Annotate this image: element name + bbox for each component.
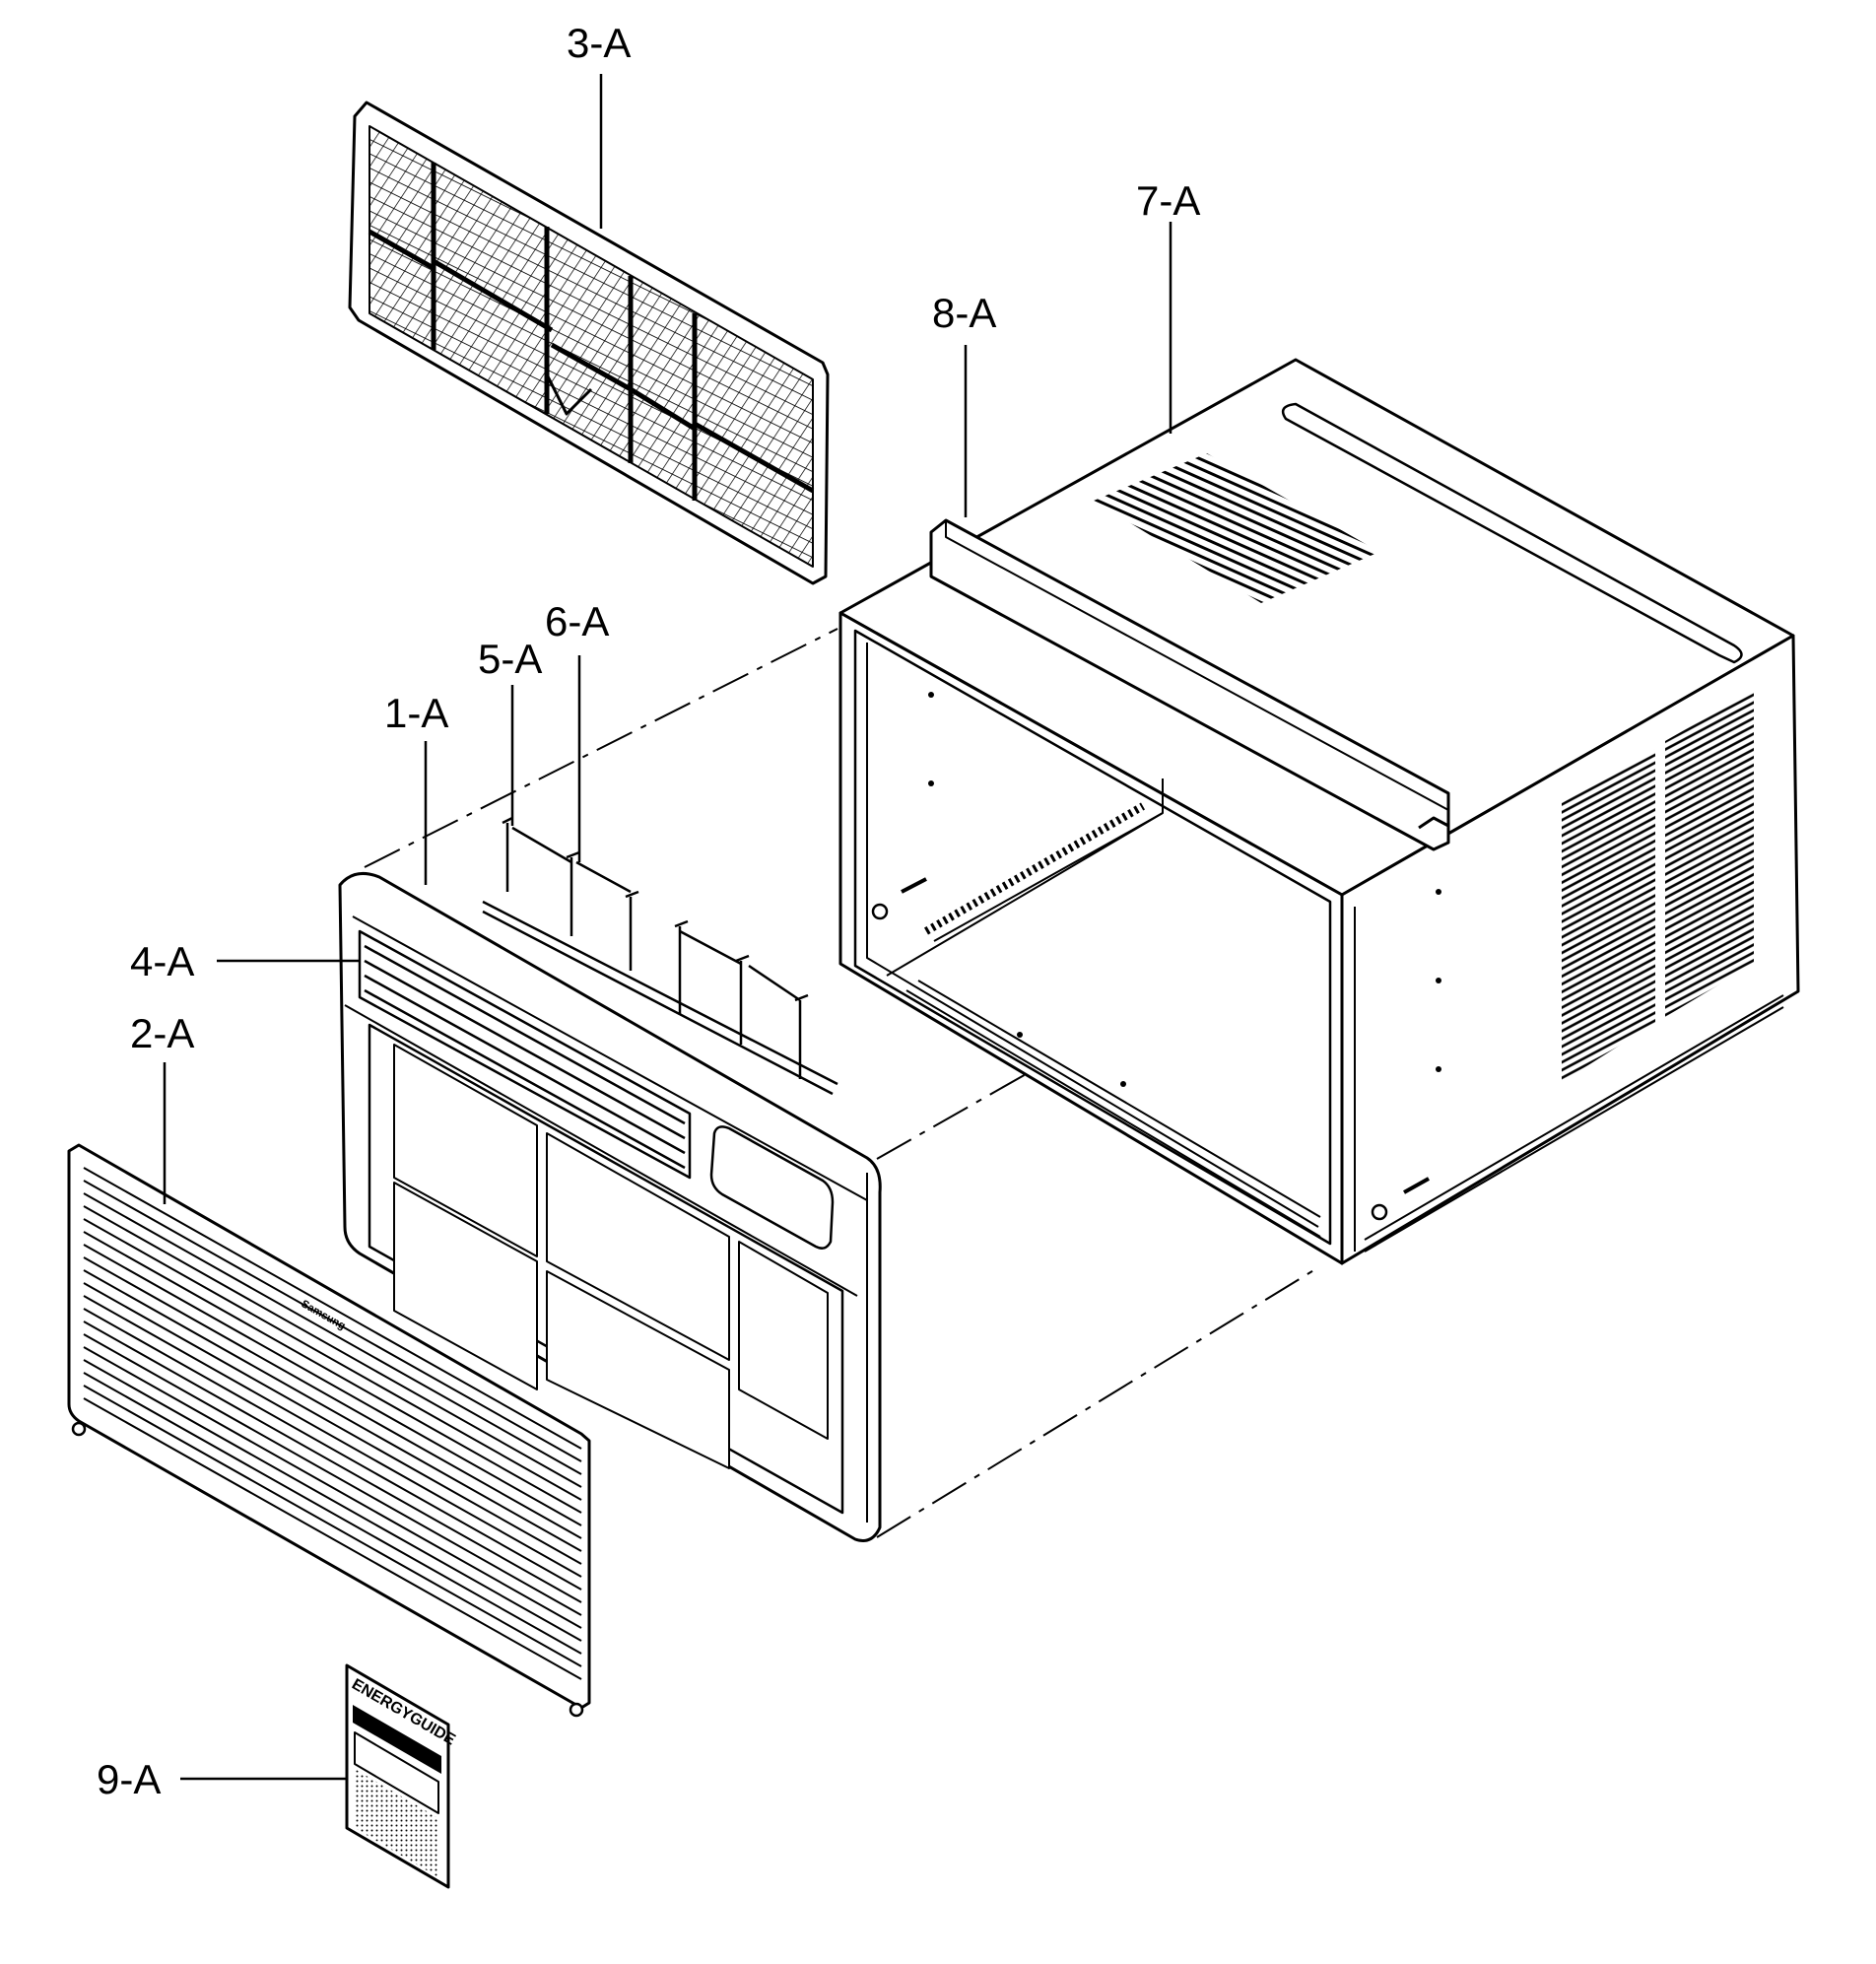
grille-slats bbox=[83, 1167, 582, 1680]
callout-label-9a: 9-A bbox=[97, 1756, 161, 1802]
callout-label-6a: 6-A bbox=[545, 598, 609, 644]
callout-label-5a: 5-A bbox=[478, 636, 542, 682]
callout-label-2a: 2-A bbox=[130, 1010, 194, 1056]
callout-label-1a: 1-A bbox=[384, 690, 448, 736]
cabinet bbox=[838, 358, 1800, 1265]
louver bbox=[364, 944, 686, 1170]
louver-link bbox=[482, 816, 838, 1096]
callout-label-3a: 3-A bbox=[567, 20, 631, 66]
energy-guide-label: ENERGYGUIDE bbox=[345, 1663, 458, 1889]
callout-label-7a: 7-A bbox=[1136, 177, 1200, 224]
air-filter bbox=[348, 101, 830, 585]
front-grille: Samsung bbox=[67, 1143, 591, 1718]
top-rail bbox=[929, 518, 1450, 851]
callout-labels: 3-A 7-A 8-A 6-A 5-A 1-A 4-A 2-A 9-A bbox=[97, 20, 1200, 1802]
callout-label-4a: 4-A bbox=[130, 938, 194, 984]
front-frame bbox=[338, 871, 882, 1542]
callout-label-8a: 8-A bbox=[932, 290, 996, 336]
callout-leaders bbox=[163, 74, 1172, 1781]
